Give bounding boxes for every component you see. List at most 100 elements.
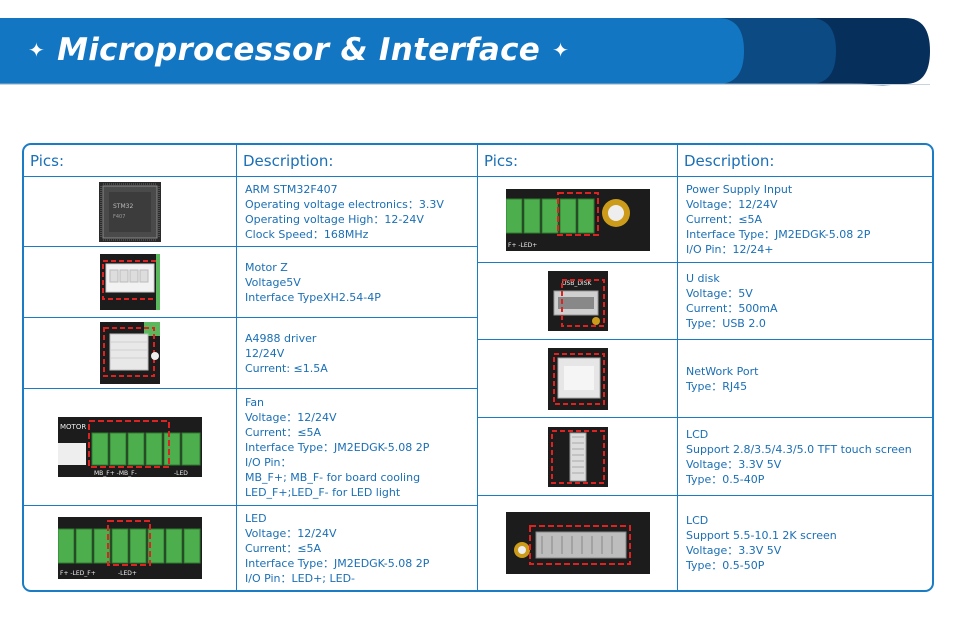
header-description: Description:: [236, 145, 477, 177]
pic-cell: [24, 318, 236, 388]
description-cell: LCD Support 5.5-10.1 2K screen Voltage：3…: [677, 496, 932, 590]
desc-line: Clock Speed：168MHz: [245, 227, 369, 241]
rj45-port-photo: [547, 347, 608, 410]
ornament-left-icon: ✦: [28, 38, 46, 62]
desc-line: Current：≤5A: [245, 541, 322, 555]
table-row: STM32 F407 ARM STM32F407 Operating volta…: [24, 177, 477, 247]
header-pics: Pics:: [30, 152, 64, 170]
desc-line: LED_F+;LED_F- for LED light: [245, 485, 401, 499]
description-cell: LCD Support 2.8/3.5/4.3/5.0 TFT touch sc…: [677, 418, 932, 495]
table-row: NetWork Port Type：RJ45: [478, 340, 932, 418]
table-header-row: Pics: Description:: [478, 145, 932, 177]
motor-z-connector-photo: [100, 254, 160, 310]
desc-line: U disk: [686, 272, 720, 285]
svg-text:F407: F407: [113, 214, 125, 220]
pic-cell: F+ -LED+: [478, 177, 677, 262]
desc-line: Interface Type：JM2EDGK-5.08 2P: [245, 440, 430, 454]
description-cell: LED Voltage：12/24V Current：≤5A Interface…: [236, 506, 477, 590]
desc-line: I/O Pin：LED+; LED-: [245, 571, 356, 585]
table-row: A4988 driver 12/24V Current: ≤1.5A: [24, 318, 477, 389]
table-header-row: Pics: Description:: [24, 145, 477, 177]
led-terminal-photo: F+ -LED_F+ -LED+: [58, 517, 202, 579]
pic-cell: F+ -LED_F+ -LED+: [24, 506, 236, 590]
desc-line: Type：0.5-50P: [686, 559, 765, 572]
svg-text:STM32: STM32: [113, 203, 133, 210]
usb-disk-port-photo: USB_DISK: [547, 271, 608, 331]
svg-text:MB_F+ -MB_F-: MB_F+ -MB_F-: [94, 470, 137, 477]
pic-cell: [24, 247, 236, 317]
svg-text:-LED: -LED: [174, 470, 188, 477]
pic-cell: USB_DISK: [478, 263, 677, 339]
a4988-driver-photo: [100, 322, 160, 384]
desc-line: Operating voltage High：12-24V: [245, 212, 424, 226]
fan-terminal-photo: MOTOR MB_F+ -MB_F- -LED: [58, 417, 202, 477]
spec-table-right: Pics: Description: F+ -LED+: [477, 145, 932, 590]
arm-chip-photo: STM32 F407: [99, 181, 161, 242]
desc-line: MB_F+; MB_F- for board cooling: [245, 470, 421, 484]
desc-line: ARM STM32F407: [245, 182, 338, 196]
description-cell: Fan Voltage：12/24V Current：≤5A Interface…: [236, 389, 477, 505]
table-row: USB_DISK U disk Voltage：5V Current：500mA…: [478, 263, 932, 340]
banner-background: [0, 18, 930, 86]
desc-line: Fan: [245, 395, 265, 409]
table-row: MOTOR MB_F+ -MB_F- -LED Fan Voltage：12/2…: [24, 389, 477, 506]
desc-line: Operating voltage electronics：3.3V: [245, 197, 444, 211]
desc-line: Voltage：3.3V 5V: [686, 544, 782, 557]
desc-line: Interface Type：JM2EDGK-5.08 2P: [245, 556, 430, 570]
header-description: Description:: [677, 145, 932, 177]
pic-cell: [478, 418, 677, 495]
desc-line: Interface TypeXH2.54-4P: [245, 290, 381, 304]
power-terminal-photo: F+ -LED+: [505, 188, 650, 251]
table-row: LCD Support 2.8/3.5/4.3/5.0 TFT touch sc…: [478, 418, 932, 496]
desc-line: Motor Z: [245, 260, 288, 274]
ornament-right-icon: ✦: [552, 38, 570, 62]
table-row: Motor Z Voltage5V Interface TypeXH2.54-4…: [24, 247, 477, 318]
lcd-40p-connector-photo: [547, 426, 608, 487]
title-banner: ✦ Microprocessor & Interface ✦: [0, 16, 960, 86]
svg-text:F+ -LED_F+: F+ -LED_F+: [60, 570, 96, 577]
desc-line: Voltage：12/24V: [245, 526, 337, 540]
svg-text:USB_DISK: USB_DISK: [562, 280, 593, 287]
spec-table-frame: Pics: Description: STM32 F407: [22, 143, 934, 592]
desc-line: Voltage：12/24V: [686, 198, 778, 211]
table-row: F+ -LED_F+ -LED+ LED Voltage：12/24V Curr…: [24, 506, 477, 590]
desc-line: Type：0.5-40P: [686, 472, 765, 486]
description-cell: Power Supply Input Voltage：12/24V Curren…: [677, 177, 932, 262]
desc-line: Support 5.5-10.1 2K screen: [686, 529, 837, 542]
pic-cell: [478, 496, 677, 590]
desc-line: Type：RJ45: [686, 379, 748, 393]
desc-line: Voltage：12/24V: [245, 410, 337, 424]
pic-cell: [478, 340, 677, 417]
description-cell: A4988 driver 12/24V Current: ≤1.5A: [236, 318, 477, 388]
pic-cell: STM32 F407: [24, 177, 236, 246]
desc-line: LCD: [686, 514, 709, 527]
desc-line: NetWork Port: [686, 364, 759, 378]
desc-line: Interface Type：JM2EDGK-5.08 2P: [686, 228, 871, 241]
spec-table-left: Pics: Description: STM32 F407: [24, 145, 477, 590]
desc-line: Voltage：3.3V 5V: [686, 457, 782, 471]
desc-line: LED: [245, 511, 267, 525]
desc-line: Current：500mA: [686, 302, 778, 315]
page-title: ✦ Microprocessor & Interface ✦: [28, 28, 569, 72]
description-cell: Motor Z Voltage5V Interface TypeXH2.54-4…: [236, 247, 477, 317]
desc-line: Support 2.8/3.5/4.3/5.0 TFT touch screen: [686, 442, 912, 456]
desc-line: Current：≤5A: [686, 213, 763, 226]
description-cell: NetWork Port Type：RJ45: [677, 340, 932, 417]
description-cell: ARM STM32F407 Operating voltage electron…: [236, 177, 477, 246]
desc-line: Voltage5V: [245, 275, 301, 289]
desc-line: Voltage：5V: [686, 287, 753, 300]
desc-line: Power Supply Input: [686, 183, 793, 196]
table-row: F+ -LED+ Power Supply Input Voltage：12/2…: [478, 177, 932, 263]
desc-line: Current：≤5A: [245, 425, 322, 439]
svg-text:MOTOR: MOTOR: [60, 423, 86, 431]
header-pics: Pics:: [484, 152, 518, 170]
desc-line: 12/24V: [245, 346, 285, 360]
svg-text:-LED+: -LED+: [118, 570, 137, 577]
page-title-text: Microprocessor & Interface: [57, 32, 541, 68]
desc-line: LCD: [686, 427, 709, 441]
description-cell: U disk Voltage：5V Current：500mA Type：USB…: [677, 263, 932, 339]
desc-line: I/O Pin：: [245, 455, 292, 469]
table-row: LCD Support 5.5-10.1 2K screen Voltage：3…: [478, 496, 932, 590]
desc-line: Type：USB 2.0: [686, 317, 766, 330]
desc-line: A4988 driver: [245, 331, 317, 345]
